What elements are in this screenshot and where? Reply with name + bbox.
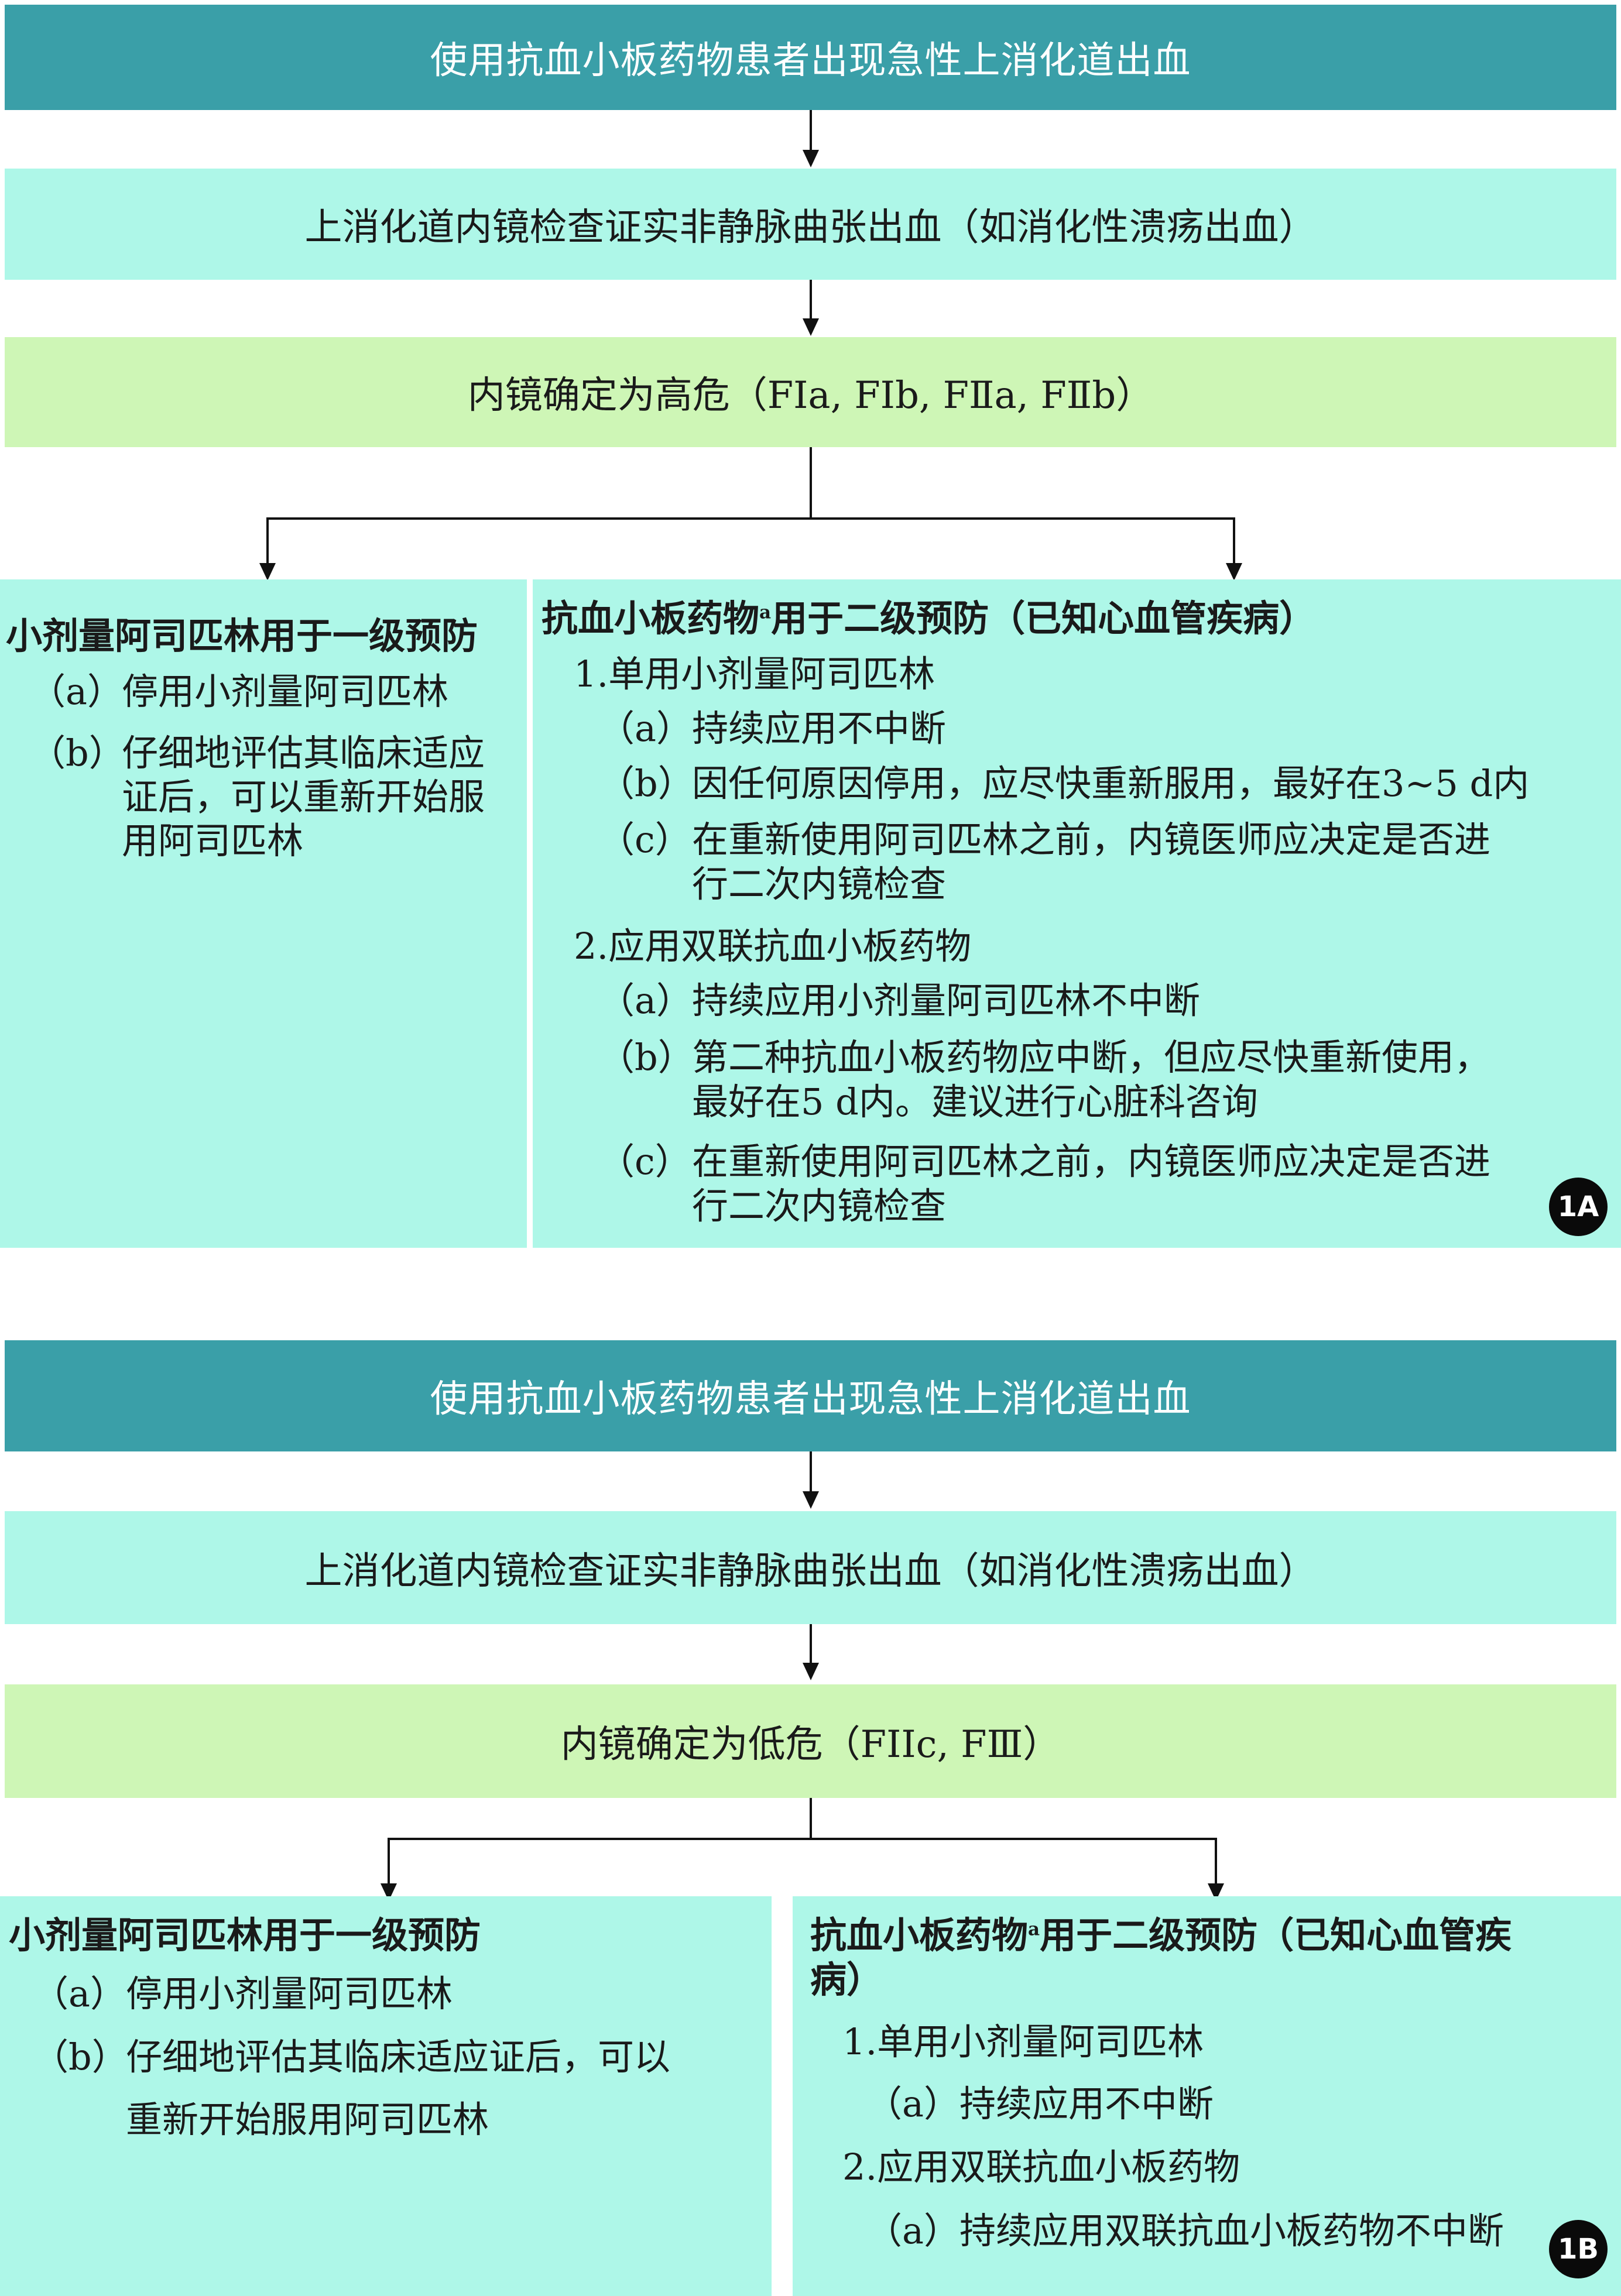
b-left-b-line2: 重新开始服用阿司匹林	[126, 2098, 489, 2141]
b-right-s2: 2.应用双联抗血小板药物	[842, 2146, 1240, 2188]
b-branch-left-drop	[388, 1838, 390, 1885]
b-left-a-text: 停用小剂量阿司匹林	[126, 1972, 453, 2015]
a-right-s2a-mark: （a）	[598, 979, 693, 1022]
a-connector-2	[810, 280, 812, 320]
b-left-title: 小剂量阿司匹林用于一级预防	[9, 1914, 481, 1957]
a-left-b-line1: 仔细地评估其临床适应	[122, 732, 485, 774]
a-branch-right-drop	[1233, 517, 1235, 564]
b-connector-1	[810, 1451, 812, 1492]
a-left-title: 小剂量阿司匹林用于一级预防	[6, 615, 478, 657]
a-connector-1	[810, 110, 812, 151]
a-left-a-text: 停用小剂量阿司匹林	[122, 670, 449, 713]
a-right-s2b-mark: （b）	[598, 1036, 694, 1079]
a-right-s2c-line1: 在重新使用阿司匹林之前，内镜医师应决定是否进	[692, 1140, 1491, 1183]
a-right-s2b-line1: 第二种抗血小板药物应中断，但应尽快重新使用，	[692, 1036, 1491, 1079]
a-risk-text: 内镜确定为高危（FⅠa, FⅠb, FⅡa, FⅡb）	[467, 374, 1154, 417]
b-connector-2	[810, 1624, 812, 1664]
b-confirm-text: 上消化道内镜检查证实非静脉曲张出血（如消化性溃疡出血）	[304, 1549, 1317, 1593]
b-branch-right-drop	[1215, 1838, 1217, 1885]
a-right-s2c-mark: （c）	[598, 1140, 691, 1183]
a-right-s1b-mark: （b）	[598, 762, 694, 805]
b-right-title-line1: 抗血小板药物a用于二级预防（已知心血管疾	[810, 1914, 1512, 1957]
a-right-s2: 2.应用双联抗血小板药物	[574, 925, 972, 967]
b-left-a-mark: （a）	[32, 1972, 126, 2015]
b-right-title-line2: 病）	[810, 1958, 883, 2001]
b-header-banner: 使用抗血小板药物患者出现急性上消化道出血	[5, 1340, 1616, 1451]
a-right-s1a-mark: （a）	[598, 707, 693, 750]
a-branch-stem	[810, 447, 812, 519]
a-left-panel: 小剂量阿司匹林用于一级预防 （a） 停用小剂量阿司匹林 （b） 仔细地评估其临床…	[0, 579, 527, 1248]
b-left-b-mark: （b）	[32, 2036, 128, 2078]
b-risk-box: 内镜确定为低危（FIIc, FⅢ）	[5, 1684, 1616, 1798]
a-arrow-left	[259, 563, 276, 581]
b-branch-bar	[388, 1838, 1217, 1840]
a-left-b-mark: （b）	[29, 732, 125, 774]
a-right-s1b: 因任何原因停用，应尽快重新服用，最好在3~5 d内	[692, 762, 1530, 805]
b-right-s2a-mark: （a）	[866, 2209, 960, 2252]
b-arrow-1	[803, 1491, 819, 1509]
a-right-s1: 1.单用小剂量阿司匹林	[574, 653, 935, 695]
a-arrow-1	[803, 150, 819, 167]
a-right-s2b-line2: 最好在5 d内。建议进行心脏科咨询	[692, 1080, 1258, 1123]
a-right-s2c-line2: 行二次内镜检查	[692, 1185, 947, 1227]
a-right-s1c-line1: 在重新使用阿司匹林之前，内镜医师应决定是否进	[692, 818, 1491, 861]
b-right-panel: 抗血小板药物a用于二级预防（已知心血管疾 病） 1.单用小剂量阿司匹林 （a） …	[793, 1896, 1621, 2296]
b-right-s2a: 持续应用双联抗血小板药物不中断	[959, 2209, 1505, 2252]
b-risk-text: 内镜确定为低危（FIIc, FⅢ）	[560, 1723, 1061, 1766]
b-left-b-line1: 仔细地评估其临床适应证后，可以	[126, 2036, 671, 2078]
a-arrow-2	[803, 318, 819, 336]
b-right-s1: 1.单用小剂量阿司匹林	[842, 2020, 1204, 2063]
b-branch-stem	[810, 1798, 812, 1839]
b-figure-badge: 1B	[1549, 2220, 1608, 2278]
a-right-panel: 抗血小板药物a用于二级预防（已知心血管疾病） 1.单用小剂量阿司匹林 （a） 持…	[533, 579, 1621, 1248]
b-right-s1a-mark: （a）	[866, 2082, 960, 2125]
b-header-text: 使用抗血小板药物患者出现急性上消化道出血	[430, 1378, 1191, 1421]
a-right-s1a: 持续应用不中断	[692, 707, 947, 750]
a-arrow-right	[1226, 563, 1242, 581]
a-confirm-box: 上消化道内镜检查证实非静脉曲张出血（如消化性溃疡出血）	[5, 169, 1616, 280]
b-left-panel: 小剂量阿司匹林用于一级预防 （a） 停用小剂量阿司匹林 （b） 仔细地评估其临床…	[0, 1896, 772, 2296]
b-right-s1a: 持续应用不中断	[959, 2082, 1214, 2125]
a-branch-bar	[266, 517, 1235, 520]
b-arrow-2	[803, 1663, 819, 1680]
a-right-s1c-mark: （c）	[598, 818, 691, 861]
a-right-s1c-line2: 行二次内镜检查	[692, 863, 947, 905]
a-risk-box: 内镜确定为高危（FⅠa, FⅠb, FⅡa, FⅡb）	[5, 337, 1616, 447]
a-confirm-text: 上消化道内镜检查证实非静脉曲张出血（如消化性溃疡出血）	[304, 206, 1317, 249]
a-left-a-mark: （a）	[29, 670, 124, 713]
a-right-s2a: 持续应用小剂量阿司匹林不中断	[692, 979, 1201, 1022]
a-left-b-line2: 证后，可以重新开始服	[122, 775, 485, 818]
a-header-text: 使用抗血小板药物患者出现急性上消化道出血	[430, 39, 1191, 83]
a-header-banner: 使用抗血小板药物患者出现急性上消化道出血	[5, 5, 1616, 110]
b-confirm-box: 上消化道内镜检查证实非静脉曲张出血（如消化性溃疡出血）	[5, 1511, 1616, 1624]
a-figure-badge: 1A	[1549, 1178, 1608, 1236]
a-branch-left-drop	[266, 517, 269, 564]
a-left-b-line3: 用阿司匹林	[122, 819, 304, 862]
a-right-title: 抗血小板药物a用于二级预防（已知心血管疾病）	[542, 597, 1316, 640]
